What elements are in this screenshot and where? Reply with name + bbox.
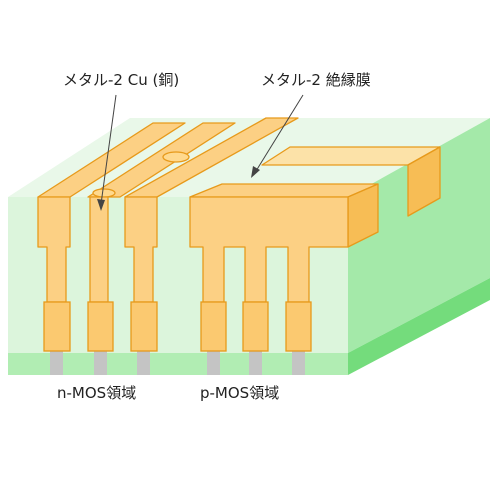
dielectric-leader-line	[255, 94, 304, 172]
contact-plug	[207, 351, 220, 375]
via-block	[87, 301, 114, 352]
via-block	[242, 301, 269, 352]
contact-plug	[94, 351, 107, 375]
nmos-stacks	[37, 196, 158, 352]
via-block	[130, 301, 158, 352]
metal-line-front	[89, 196, 109, 303]
via-block	[200, 301, 227, 352]
nmos-metal-lines	[37, 117, 299, 198]
pmos-region-label: p-MOS領域	[200, 384, 279, 402]
copper-pad-top	[189, 183, 379, 198]
via-block	[285, 301, 312, 352]
contact-plug	[50, 351, 63, 375]
contact-plug	[137, 351, 150, 375]
contact-plug	[249, 351, 262, 375]
pmos-metal-pad	[189, 146, 441, 248]
nmos-region-label: n-MOS領域	[57, 384, 136, 402]
pmos-stacks	[189, 196, 349, 352]
dielectric-label: メタル-2 絶縁膜	[261, 71, 371, 89]
substrate-front	[8, 353, 348, 375]
copper-rear-side	[407, 146, 441, 217]
dielectric-arrowhead	[251, 166, 260, 178]
substrate-side	[348, 278, 490, 375]
dielectric-side-face	[348, 118, 490, 353]
contact-plugs	[50, 351, 305, 375]
via-block	[43, 301, 71, 352]
contact-plug	[292, 351, 305, 375]
cu-layer-label: メタル-2 Cu (銅)	[63, 71, 179, 89]
via-opening	[162, 151, 190, 163]
cu-leader-line	[100, 94, 117, 205]
via-opening	[92, 188, 116, 198]
cu-arrowhead	[97, 199, 105, 211]
